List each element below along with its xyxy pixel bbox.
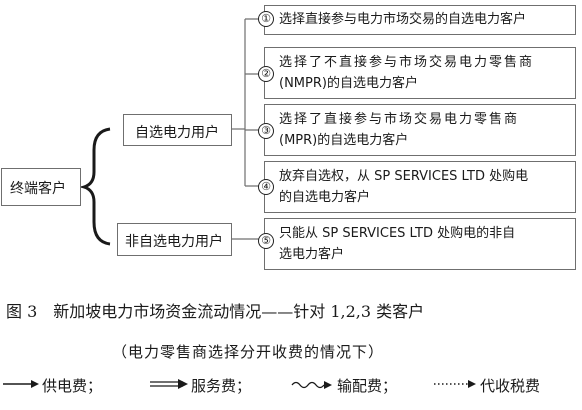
customer-text-1-line-1: 选择直接参与电力市场交易的自选电力客户 [279, 12, 527, 27]
category-node-non-elective: 非自选电力用户 [117, 223, 232, 256]
customer-number-1: ① [258, 11, 274, 27]
customer-text-4-line-1: 放弃自选权，从 SP SERVICES LTD 处购电 [279, 169, 529, 184]
legend-label-distribution-fee: 输配费； [337, 377, 398, 395]
customer-box-1: ① 选择直接参与电力市场交易的自选电力客户 [258, 5, 576, 35]
customer-text-2-line-2: (NMPR)的自选电力客户 [279, 76, 418, 91]
category-label-elective: 自选电力用户 [135, 125, 219, 141]
figure-title: 图 3 新加坡电力市场资金流动情况——针对 1,2,3 类客户 [6, 302, 425, 321]
customer-text-3-line-2: (MPR)的自选电力客户 [279, 133, 409, 148]
customer-text-5-line-2: 选电力客户 [279, 247, 345, 262]
customer-number-3: ③ [258, 123, 274, 139]
customer-number-5: ⑤ [258, 233, 274, 249]
customer-box-3: ③ 选择了直接参与市场交易电力零售商 (MPR)的自选电力客户 [258, 104, 576, 156]
customer-box-2: ② 选择了不直接参与市场交易电力零售商 (NMPR)的自选电力客户 [258, 47, 576, 99]
customer-text-5-line-1: 只能从 SP SERVICES LTD 处购电的非自 [279, 226, 516, 241]
customer-number-4: ④ [258, 179, 274, 195]
customer-text-4-line-2: 的自选电力客户 [279, 190, 371, 205]
figure-subtitle: （电力零售商选择分开收费的情况下） [112, 343, 385, 361]
customer-number-2: ② [258, 66, 274, 82]
category-label-non-elective: 非自选电力用户 [125, 234, 223, 250]
root-label: 终端客户 [10, 181, 66, 197]
legend-label-collected-tax: 代收税费 [480, 377, 541, 395]
customer-text-3-line-1: 选择了直接参与市场交易电力零售商 [279, 112, 520, 127]
category-node-elective: 自选电力用户 [123, 114, 232, 146]
customer-box-5: ⑤ 只能从 SP SERVICES LTD 处购电的非自 选电力客户 [258, 218, 576, 270]
main-brace [78, 127, 111, 246]
legend-label-supply-fee: 供电费； [42, 377, 103, 395]
tree-connectors [232, 18, 264, 240]
legend-symbols [3, 379, 476, 389]
root-node: 终端客户 [1, 168, 81, 206]
legend-label-service-fee: 服务费； [191, 377, 252, 395]
customer-text-2-line-1: 选择了不直接参与市场交易电力零售商 [279, 55, 535, 70]
customer-box-4: ④ 放弃自选权，从 SP SERVICES LTD 处购电 的自选电力客户 [258, 161, 576, 213]
